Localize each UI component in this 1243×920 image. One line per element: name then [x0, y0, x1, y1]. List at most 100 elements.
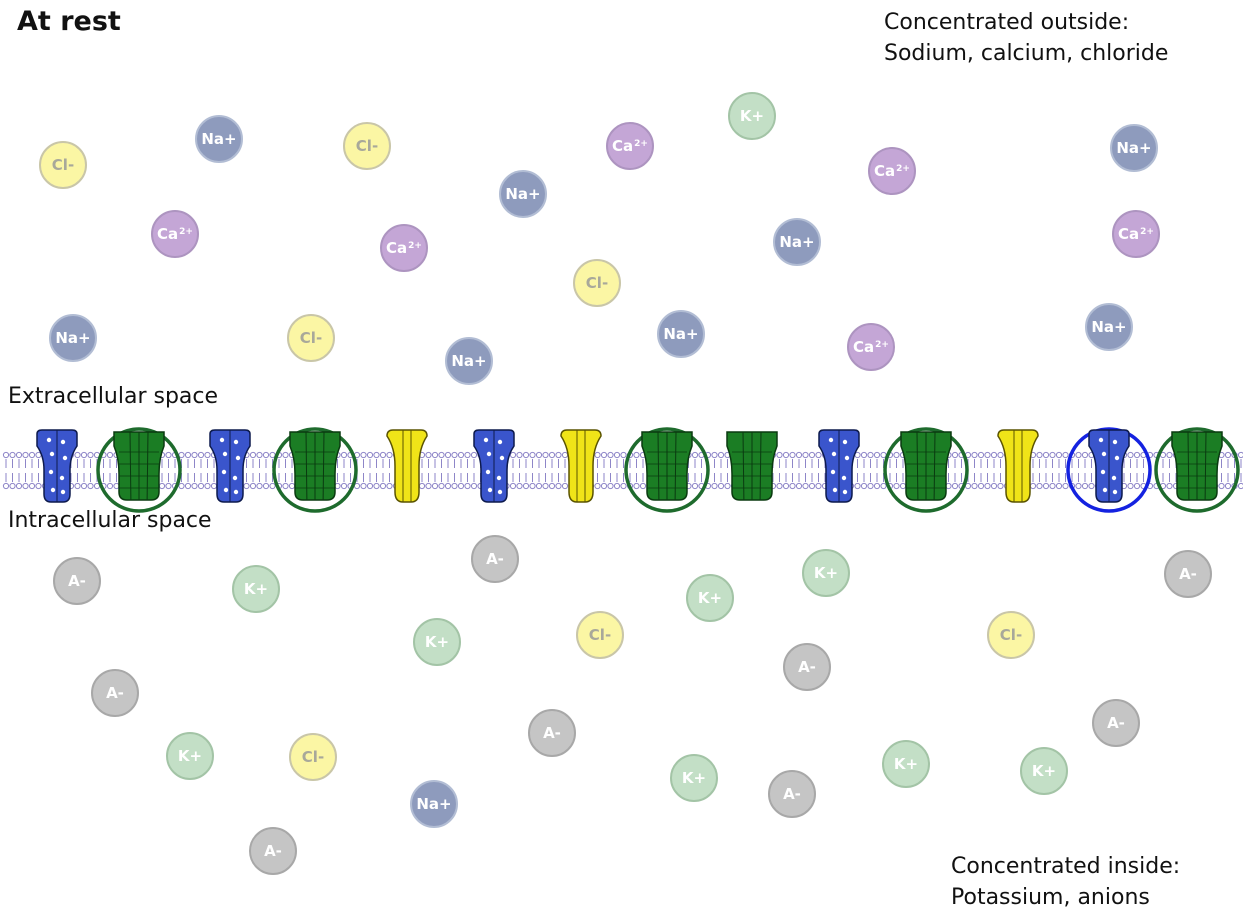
- k-ion: K+: [413, 618, 461, 666]
- ion-label: A-: [798, 658, 816, 676]
- na-ion: Na+: [49, 314, 97, 362]
- ion-label: Ca: [386, 239, 408, 257]
- ion-label: K+: [739, 107, 765, 125]
- green-ion-channel: [96, 427, 182, 513]
- highlight-ring: [883, 427, 969, 513]
- ion-label: Ca: [612, 137, 634, 155]
- ion-label: K+: [813, 564, 839, 582]
- ion-label: Na+: [1116, 139, 1152, 157]
- a-ion: A-: [1092, 699, 1140, 747]
- a-ion: A-: [768, 770, 816, 818]
- a-ion: A-: [249, 827, 297, 875]
- cl-ion: Cl-: [576, 611, 624, 659]
- ion-label: A-: [486, 550, 504, 568]
- lipid-bilayer: [2, 451, 1243, 490]
- green-ion-channel: [624, 427, 710, 513]
- highlight-ring: [1154, 427, 1240, 513]
- highlight-ring: [96, 427, 182, 513]
- inside-concentration-note: Concentrated inside: Potassium, anions: [951, 851, 1180, 913]
- ion-label: K+: [893, 755, 919, 773]
- highlight-ring: [272, 427, 358, 513]
- k-ion: K+: [232, 565, 280, 613]
- ion-charge: 2+: [1140, 227, 1154, 237]
- blue-ion-channel: [36, 429, 78, 503]
- ion-label: Na+: [55, 329, 91, 347]
- ion-charge: 2+: [875, 340, 889, 350]
- blue-ion-channel: [473, 429, 515, 503]
- k-ion: K+: [1020, 747, 1068, 795]
- ion-label: Na+: [505, 185, 541, 203]
- na-ion: Na+: [773, 218, 821, 266]
- ion-label: K+: [681, 769, 707, 787]
- ion-label: Na+: [663, 325, 699, 343]
- inside-note-line-2: Potassium, anions: [951, 885, 1150, 910]
- cl-ion: Cl-: [289, 733, 337, 781]
- ion-charge: 2+: [408, 241, 422, 251]
- outside-note-line-2: Sodium, calcium, chloride: [884, 41, 1169, 66]
- ion-label: A-: [106, 684, 124, 702]
- ion-label: Na+: [1091, 318, 1127, 336]
- extracellular-space-label: Extracellular space: [8, 384, 219, 409]
- ion-label: Cl-: [51, 156, 75, 174]
- ion-charge: 2+: [896, 164, 910, 174]
- ion-charge: 2+: [179, 227, 193, 237]
- highlight-ring: [624, 427, 710, 513]
- ion-label: A-: [543, 724, 561, 742]
- k-ion: K+: [882, 740, 930, 788]
- ion-label: A-: [783, 785, 801, 803]
- na-ion: Na+: [445, 337, 493, 385]
- k-ion: K+: [686, 574, 734, 622]
- blue-ion-channel: [818, 429, 860, 503]
- outside-concentration-note: Concentrated outside: Sodium, calcium, c…: [884, 7, 1168, 69]
- ion-label: A-: [264, 842, 282, 860]
- na-ion: Na+: [657, 310, 705, 358]
- ion-label: K+: [177, 747, 203, 765]
- yellow-ion-channel: [560, 429, 602, 503]
- ion-label: A-: [1107, 714, 1125, 732]
- a-ion: A-: [471, 535, 519, 583]
- green-ion-channel: [726, 431, 778, 501]
- intracellular-space-label: Intracellular space: [8, 508, 212, 533]
- ion-label: K+: [243, 580, 269, 598]
- highlight-ring: [1066, 427, 1152, 513]
- diagram-title: At rest: [17, 6, 121, 37]
- a-ion: A-: [53, 557, 101, 605]
- ion-label: K+: [697, 589, 723, 607]
- na-ion: Na+: [195, 115, 243, 163]
- ion-label: Cl-: [301, 748, 325, 766]
- ion-label: Ca: [853, 338, 875, 356]
- yellow-ion-channel: [386, 429, 428, 503]
- ion-label: Ca: [874, 162, 896, 180]
- yellow-ion-channel: [997, 429, 1039, 503]
- ion-label: Na+: [201, 130, 237, 148]
- a-ion: A-: [528, 709, 576, 757]
- blue-ion-channel: [209, 429, 251, 503]
- inside-note-line-1: Concentrated inside:: [951, 854, 1181, 879]
- ion-label: Ca: [1118, 225, 1140, 243]
- ion-label: Cl-: [355, 137, 379, 155]
- ion-label: A-: [68, 572, 86, 590]
- a-ion: A-: [1164, 550, 1212, 598]
- ion-label: K+: [424, 633, 450, 651]
- k-ion: K+: [670, 754, 718, 802]
- ion-label: Ca: [157, 225, 179, 243]
- ion-label: Cl-: [588, 626, 612, 644]
- ion-label: K+: [1031, 762, 1057, 780]
- ion-label: Cl-: [585, 274, 609, 292]
- cl-ion: Cl-: [987, 611, 1035, 659]
- cl-ion: Cl-: [287, 314, 335, 362]
- ion-label: Cl-: [299, 329, 323, 347]
- na-ion: Na+: [1085, 303, 1133, 351]
- na-ion: Na+: [499, 170, 547, 218]
- k-ion: K+: [728, 92, 776, 140]
- a-ion: A-: [91, 669, 139, 717]
- cl-ion: Cl-: [39, 141, 87, 189]
- cl-ion: Cl-: [343, 122, 391, 170]
- ion-label: Na+: [451, 352, 487, 370]
- k-ion: K+: [166, 732, 214, 780]
